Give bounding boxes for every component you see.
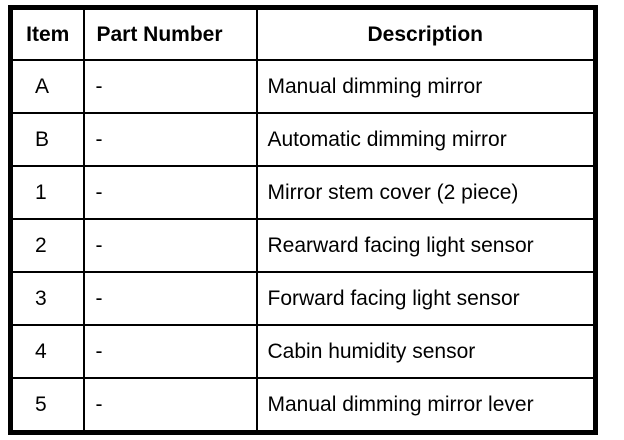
parts-table: Item Part Number Description A - Manual … [8, 5, 598, 435]
cell-part-number: - [82, 377, 258, 434]
cell-description: Forward facing light sensor [255, 271, 597, 326]
table-row: 4 - Cabin humidity sensor [9, 324, 597, 379]
cell-description: Manual dimming mirror [255, 59, 597, 114]
cell-part-number: - [82, 59, 258, 114]
cell-part-number: - [82, 271, 258, 326]
header-row: Item Part Number Description [9, 6, 597, 61]
cell-description: Automatic dimming mirror [255, 112, 597, 167]
cell-description: Manual dimming mirror lever [255, 377, 597, 434]
header-cell-description: Description [255, 6, 597, 61]
cell-item: 2 [9, 218, 85, 273]
cell-item: A [9, 59, 85, 114]
cell-item: 3 [9, 271, 85, 326]
parts-table-body: A - Manual dimming mirror B - Automatic … [9, 59, 597, 434]
header-cell-part-number: Part Number [82, 6, 258, 61]
cell-part-number: - [82, 165, 258, 220]
cell-part-number: - [82, 218, 258, 273]
cell-item: 5 [9, 377, 85, 434]
parts-table-header: Item Part Number Description [9, 6, 597, 61]
table-row: A - Manual dimming mirror [9, 59, 597, 114]
cell-description: Cabin humidity sensor [255, 324, 597, 379]
cell-item: 4 [9, 324, 85, 379]
table-row: B - Automatic dimming mirror [9, 112, 597, 167]
cell-part-number: - [82, 112, 258, 167]
table-row: 5 - Manual dimming mirror lever [9, 377, 597, 434]
table-row: 2 - Rearward facing light sensor [9, 218, 597, 273]
cell-part-number: - [82, 324, 258, 379]
table-row: 1 - Mirror stem cover (2 piece) [9, 165, 597, 220]
header-cell-item: Item [9, 6, 85, 61]
table-row: 3 - Forward facing light sensor [9, 271, 597, 326]
cell-description: Rearward facing light sensor [255, 218, 597, 273]
cell-item: B [9, 112, 85, 167]
cell-description: Mirror stem cover (2 piece) [255, 165, 597, 220]
cell-item: 1 [9, 165, 85, 220]
